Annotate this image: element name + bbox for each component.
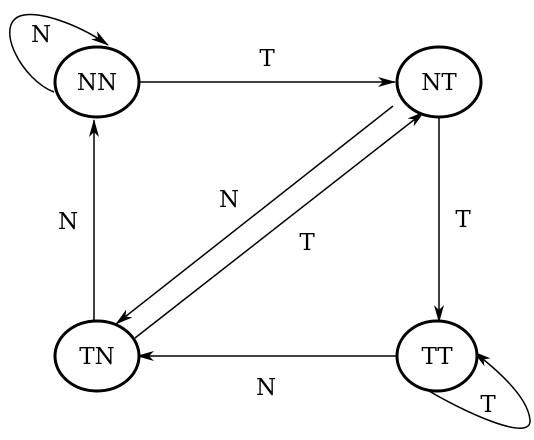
edge-tn-to-nt: [134, 111, 425, 339]
node-nn-ellipse: [53, 45, 141, 119]
edge-tt-to-tn-label: N: [256, 375, 276, 401]
node-tn-label: TN: [79, 344, 114, 370]
node-tt-label: TT: [421, 344, 453, 370]
node-nn: NN: [53, 45, 141, 119]
edge-nt-to-tn-label: N: [219, 187, 239, 213]
node-tn: TN: [53, 319, 141, 393]
node-tn-ellipse: [53, 319, 141, 393]
edge-tn-to-nt-label: T: [299, 230, 315, 256]
node-nn-label: NN: [77, 70, 117, 96]
edge-nt-to-tn: [115, 105, 394, 325]
edge-tt-self-loop: [423, 351, 531, 429]
node-nt: NT: [395, 45, 483, 119]
edge-nn-self-label: N: [31, 22, 51, 48]
edge-nn-to-nt-label: T: [259, 46, 275, 72]
edge-nt-to-tt-label: T: [455, 207, 471, 233]
node-nt-label: NT: [421, 70, 457, 96]
edge-tn-to-nn-label: N: [58, 209, 78, 235]
edge-nn-self-loop: [9, 13, 109, 93]
node-nt-ellipse: [395, 45, 483, 119]
node-tt: TT: [395, 319, 479, 393]
edge-tt-self-label: T: [480, 392, 496, 418]
node-tt-ellipse: [395, 319, 479, 393]
